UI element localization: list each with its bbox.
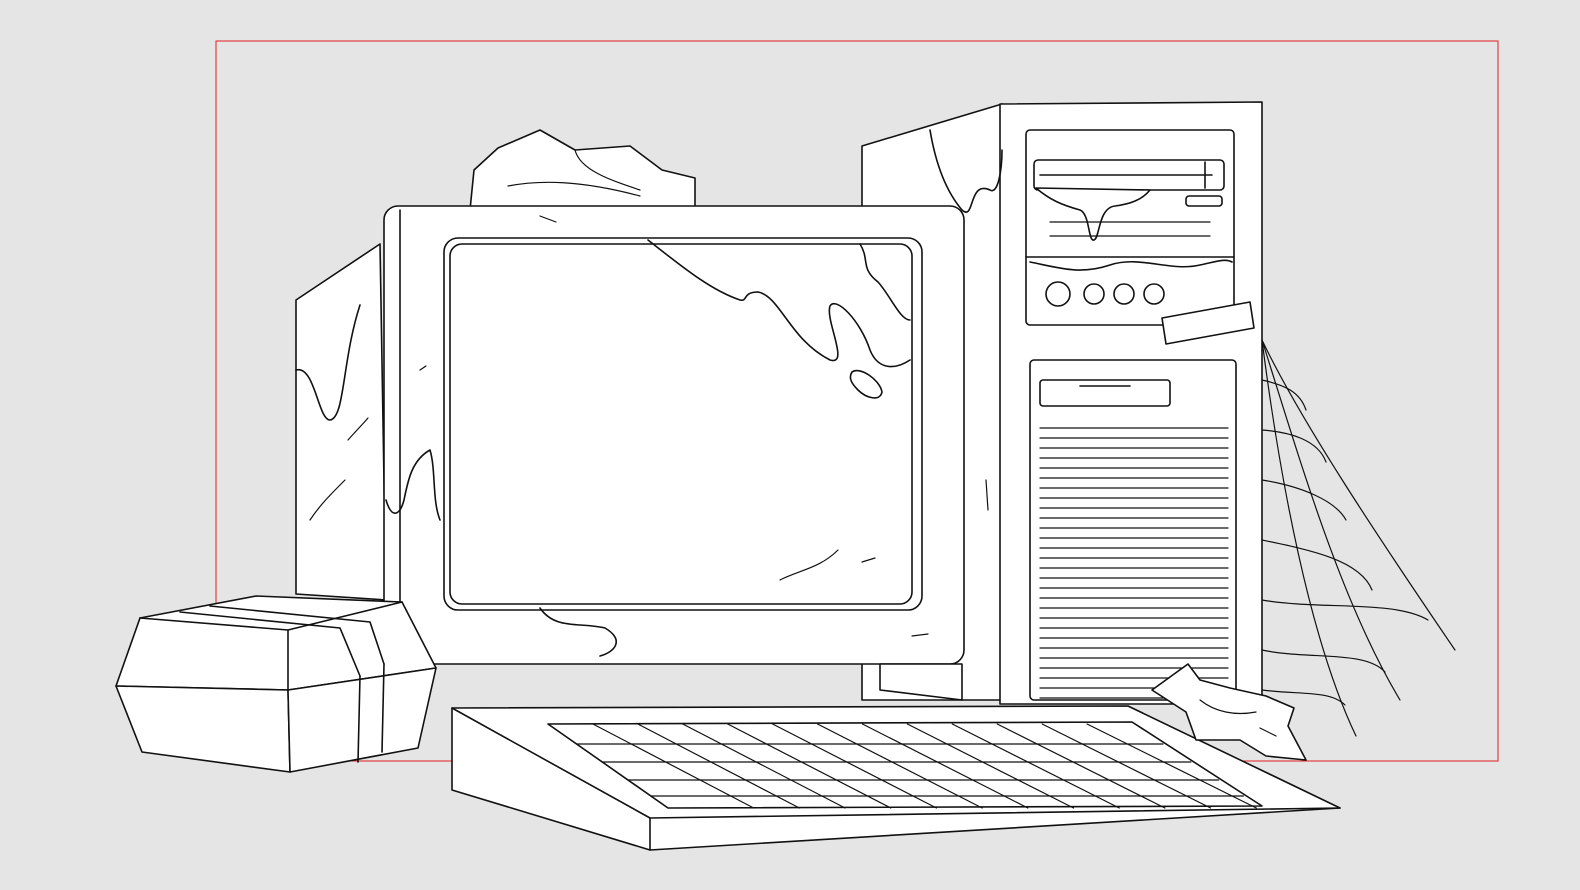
crumpled-paper-small <box>1151 663 1307 761</box>
crt-monitor <box>295 205 965 701</box>
key-column-line <box>906 723 1075 809</box>
cobweb <box>1261 339 1456 737</box>
power-button <box>1045 281 1071 307</box>
key-column-line <box>727 723 892 809</box>
key-column-line <box>637 723 800 809</box>
key-column-line <box>682 723 846 809</box>
box-front <box>115 685 291 773</box>
screen-drip <box>849 369 883 399</box>
monitor-base <box>879 663 963 701</box>
keyboard <box>451 705 1341 851</box>
pc-tower <box>861 101 1263 705</box>
key-column-line <box>592 723 755 809</box>
box-side <box>287 667 437 773</box>
drive-button <box>1185 195 1223 207</box>
tower-button <box>1143 283 1165 305</box>
key-column-line <box>996 723 1166 809</box>
key-column-line <box>1041 723 1212 809</box>
crumpled-paper <box>469 129 696 211</box>
tower-vent-panel <box>1029 359 1237 701</box>
drive-drip <box>1035 187 1151 241</box>
monitor-back <box>295 243 387 601</box>
tower-label <box>1039 379 1171 407</box>
key-column-line <box>1086 723 1257 809</box>
key-column-line <box>816 723 983 809</box>
tower-side-drip <box>929 129 1003 213</box>
keys <box>575 723 1257 809</box>
tower-button <box>1113 283 1135 305</box>
key-column-line <box>951 723 1120 809</box>
tape-strip <box>1161 301 1255 345</box>
takeout-box <box>115 595 437 773</box>
monitor-screen <box>443 237 923 611</box>
key-column-line <box>861 723 1029 809</box>
tower-button <box>1083 283 1105 305</box>
key-column-line <box>772 723 938 809</box>
